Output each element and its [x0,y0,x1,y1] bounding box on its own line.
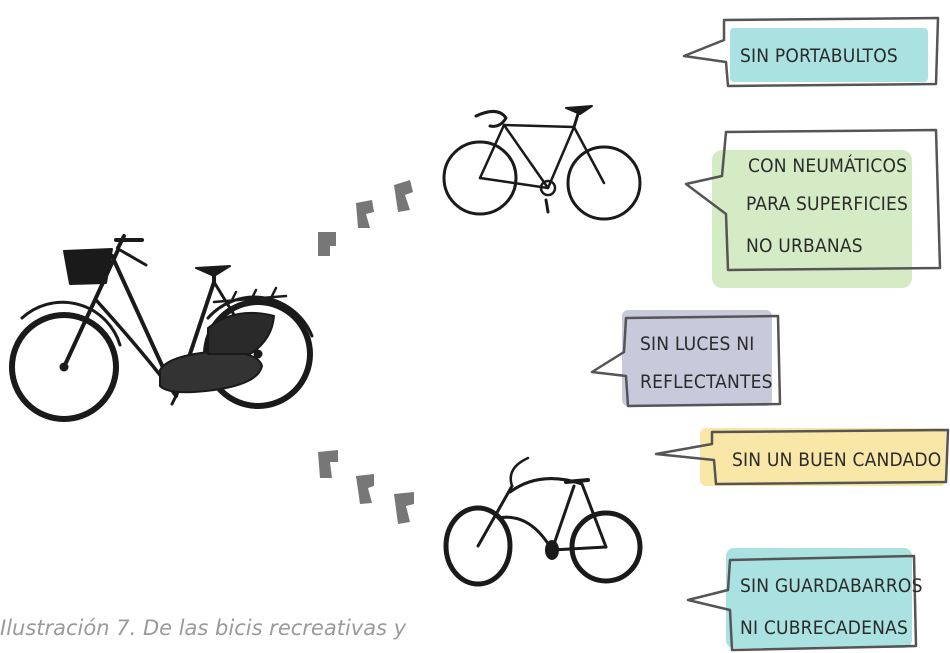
callout-con-neumaticos: CON NEUMÁTICOS PARA SUPERFICIES NO URBAN… [684,128,942,288]
figure-caption: Ilustración 7. De las bicis recreativas … [0,616,407,640]
chevron-arrow-icon [318,450,338,478]
chevron-arrow-icon [394,492,414,524]
callout-text: CON NEUMÁTICOS PARA SUPERFICIES NO URBAN… [746,154,914,257]
arrows-lower [318,450,414,524]
callout-text: SIN PORTABULTOS [740,45,898,67]
callout-sin-portabultos: SIN PORTABULTOS [682,16,940,88]
city-bike-basket [63,248,113,285]
city-bike-chain-guard [159,350,263,394]
chevron-arrow-icon [318,232,336,256]
callout-sin-luces: SIN LUCES NI REFLECTANTES [590,310,782,408]
chevron-arrow-icon [394,180,413,212]
road-bike-illustration [442,105,642,221]
chevron-arrow-icon [356,474,374,504]
chevron-arrow-icon [356,200,374,228]
callout-sin-candado: SIN UN BUEN CANDADO [654,428,950,486]
callout-text: SIN UN BUEN CANDADO [732,449,941,471]
cruiser-bike-illustration [443,456,643,587]
city-bike-illustration [9,234,314,422]
city-bike-rear-wheel [9,312,119,422]
callout-text: SIN GUARDABARROS NI CUBRECADENAS [740,575,928,639]
city-bike-rear-fender [20,300,122,347]
callout-text: SIN LUCES NI REFLECTANTES [640,333,773,393]
callout-sin-guardabarros: SIN GUARDABARROS NI CUBRECADENAS [686,548,928,652]
arrows-upper [318,180,413,256]
